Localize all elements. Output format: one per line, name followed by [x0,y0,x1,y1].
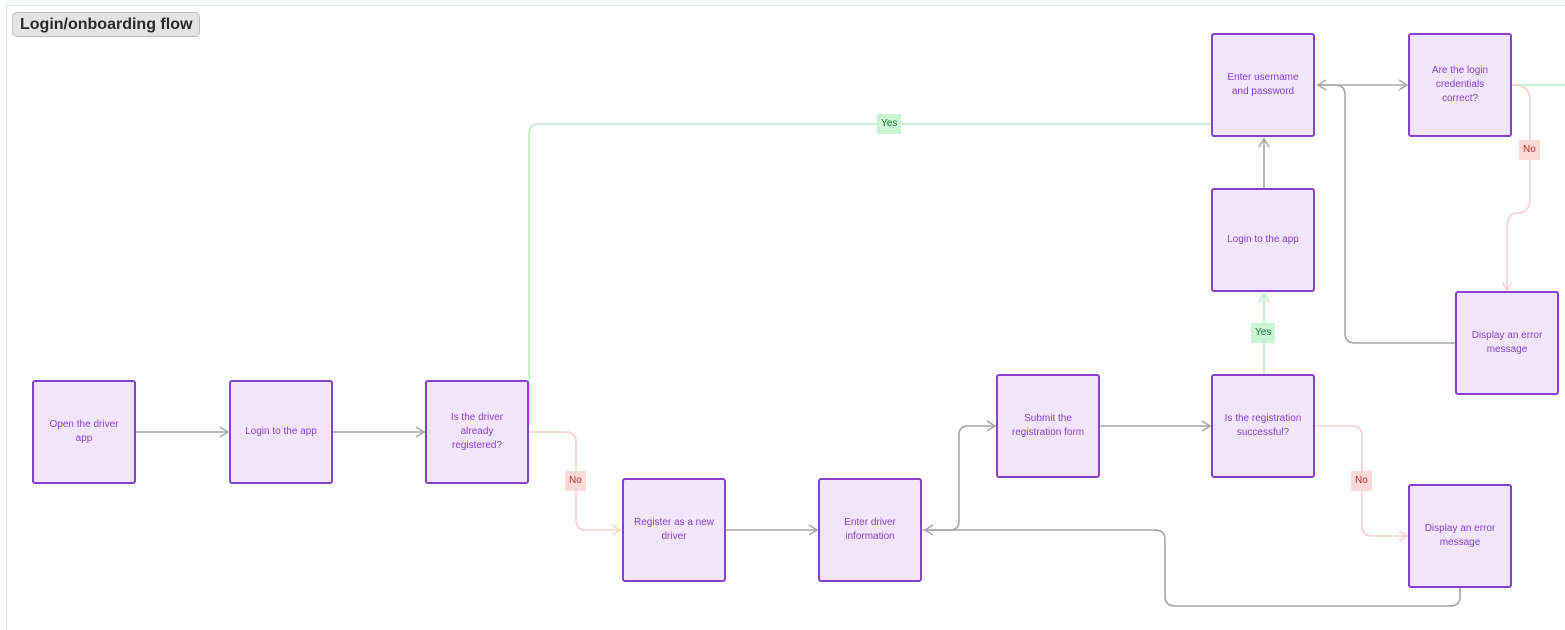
node-label: Display an error message [1424,523,1496,548]
node-login-to-app-after-registration[interactable]: Login to the app [1211,188,1315,292]
edge-label-registration-yes: Yes [1251,323,1276,343]
node-label: Display an error message [1471,330,1543,355]
node-open-driver-app[interactable]: Open the driver app [32,380,136,484]
node-label: Is the registration successful? [1224,413,1302,438]
node-label: Enter username and password [1227,72,1299,97]
node-are-credentials-correct[interactable]: Are the login credentials correct? [1408,33,1512,137]
node-register-new-driver[interactable]: Register as a new driver [622,478,726,582]
edge-credentials-no [1507,84,1531,290]
node-label: Submit the registration form [1011,413,1085,438]
edge-info-to-submit [922,426,995,531]
node-registration-error-message[interactable]: Display an error message [1408,484,1512,588]
node-enter-username-password[interactable]: Enter username and password [1211,33,1315,137]
edge-error-login-to-credentials [1318,85,1456,344]
node-is-driver-registered[interactable]: Is the driver already registered? [425,380,529,484]
node-label: Are the login credentials correct? [1431,65,1489,104]
edge-label-already-registered-no: No [565,471,586,491]
node-label: Login to the app [245,426,317,437]
node-login-error-message[interactable]: Display an error message [1455,291,1559,395]
node-label: Is the driver already registered? [450,412,504,451]
node-label: Enter driver information [844,517,896,542]
node-enter-driver-information[interactable]: Enter driver information [818,478,922,582]
flowchart-canvas [6,5,1565,630]
node-login-to-app[interactable]: Login to the app [229,380,333,484]
edge-label-registration-no: No [1351,471,1372,491]
node-label: Open the driver app [49,419,119,444]
node-label: Register as a new driver [633,517,715,542]
edge-already-yes [528,123,1265,426]
node-submit-registration-form[interactable]: Submit the registration form [996,374,1100,478]
node-label: Login to the app [1227,234,1299,245]
edge-label-credentials-no: No [1519,140,1540,160]
node-is-registration-successful[interactable]: Is the registration successful? [1211,374,1315,478]
edge-error-reg-to-info [925,530,1461,607]
edge-label-already-registered-yes: Yes [877,114,902,134]
frame-title[interactable]: Login/onboarding flow [12,12,201,37]
